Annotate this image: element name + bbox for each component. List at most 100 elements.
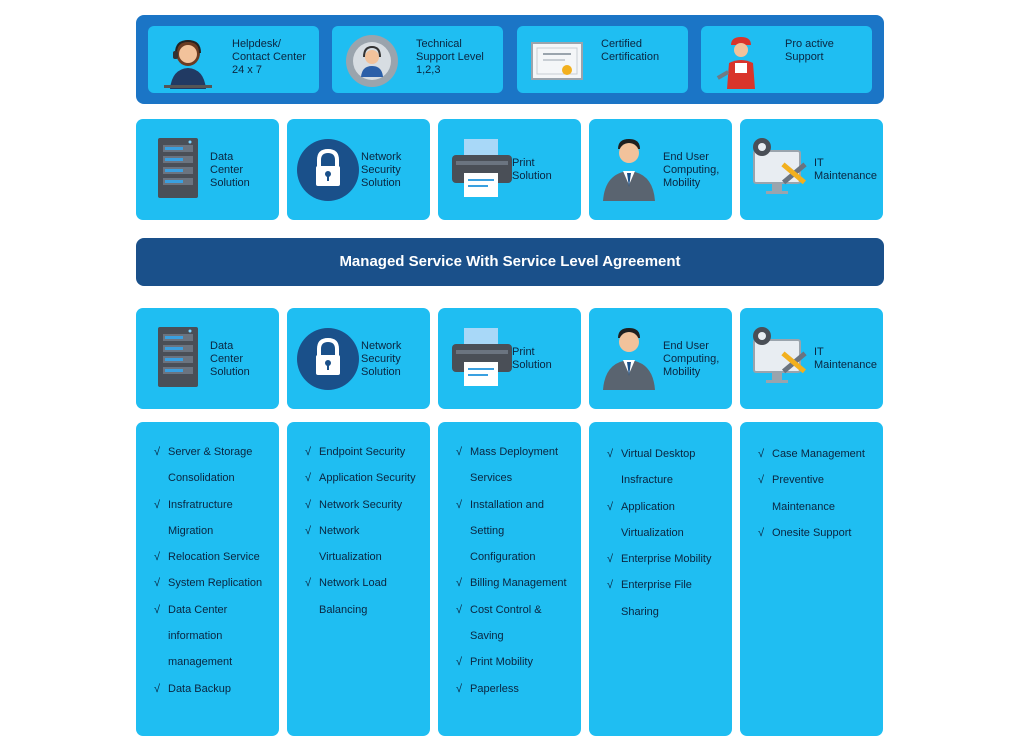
service-label: Data Center Solution [210,151,250,189]
check-icon: √ [456,682,463,695]
feature-item: √Network Load Balancing [305,570,409,623]
check-icon: √ [607,500,614,513]
service-card-it-maintenance: IT Maintenance [740,119,883,220]
service-label: Data Center Solution [210,340,250,378]
service-card-it-maintenance: IT Maintenance [740,308,883,409]
server-rack-icon [158,138,198,198]
printer-icon [452,328,512,386]
feature-item: √Onesite Support [758,520,879,546]
feature-item: √Network Virtualization [305,518,389,571]
feature-item: √Mass Deployment Services [456,439,577,492]
service-card-network-security: Network Security Solution [287,119,430,220]
monitor-tools-icon [753,327,807,383]
check-icon: √ [758,474,765,487]
feature-card-end-user: √Virtual Desktop Insfracture √Applicatio… [589,422,732,736]
feature-item: √Application Virtualization [607,494,706,547]
technician-icon [716,37,755,89]
technical-support-label: Technical Support Level 1,2,3 [416,38,484,76]
feature-item: √Relocation Service [154,544,275,570]
feature-card-print: √Mass Deployment Services √Installation … [438,422,581,736]
service-card-print: Print Solution [438,308,581,409]
feature-item: √Enterprise File Sharing [607,572,728,625]
helpdesk-label: Helpdesk/ Contact Center 24 x 7 [232,38,306,76]
feature-item: √Case Management [758,441,879,467]
feature-item: √Enterprise Mobility [607,546,728,572]
service-card-network-security: Network Security Solution [287,308,430,409]
check-icon: √ [456,577,463,590]
proactive-support-card: Pro active Support [701,26,872,93]
printer-icon [452,139,512,197]
certificate-icon [531,42,583,80]
service-label: IT Maintenance [814,346,877,371]
support-gear-icon [346,35,398,87]
feature-card-network-security: √Endpoint Security √Application Security… [287,422,430,736]
check-icon: √ [154,446,161,458]
check-icon: √ [456,446,463,458]
check-icon: √ [305,524,312,537]
feature-item: √Application Security [305,465,426,491]
feature-item: √Paperless [456,676,577,702]
feature-card-it-maintenance: √Case Management √Preventive Maintenance… [740,422,883,736]
feature-list: √Case Management √Preventive Maintenance… [758,441,879,546]
business-user-icon [603,328,655,390]
feature-list: √Server & Storage Consolidation √Insfrat… [154,439,275,702]
check-icon: √ [456,498,463,511]
feature-item: √Data Center information management [154,597,275,676]
feature-item: √Endpoint Security [305,439,426,465]
service-label: IT Maintenance [814,157,877,182]
check-icon: √ [305,498,312,511]
check-icon: √ [305,577,312,590]
feature-list: √Virtual Desktop Insfracture √Applicatio… [607,441,728,625]
check-icon: √ [154,577,161,590]
feature-item: √Billing Management [456,570,577,596]
check-icon: √ [758,526,765,539]
server-rack-icon [158,327,198,387]
service-card-data-center: Data Center Solution [136,119,279,220]
feature-item: √Server & Storage Consolidation [154,439,275,492]
service-label: Print Solution [512,157,552,182]
helpdesk-card: Helpdesk/ Contact Center 24 x 7 [148,26,319,93]
business-user-icon [603,139,655,201]
check-icon: √ [305,472,312,485]
service-label: Print Solution [512,346,552,371]
service-label: End User Computing, Mobility [663,151,720,189]
padlock-icon [297,139,359,201]
feature-card-data-center: √Server & Storage Consolidation √Insfrat… [136,422,279,736]
check-icon: √ [607,579,614,592]
certification-label: Certified Certification [601,38,660,63]
check-icon: √ [607,553,614,566]
check-icon: √ [456,603,463,616]
check-icon: √ [154,603,161,616]
service-card-end-user: End User Computing, Mobility [589,308,732,409]
top-banner: Helpdesk/ Contact Center 24 x 7 Technica… [136,15,884,104]
feature-item: √Insfratructure Migration [154,492,275,545]
feature-item: √System Replication [154,570,275,596]
feature-item: √Data Backup [154,676,275,702]
check-icon: √ [154,682,161,695]
feature-item: √Print Mobility [456,649,577,675]
feature-item: √Installation and Setting Configuration [456,492,570,571]
feature-item: √Cost Control & Saving [456,597,577,650]
service-label: Network Security Solution [361,340,402,378]
feature-list: √Mass Deployment Services √Installation … [456,439,577,702]
monitor-tools-icon [753,138,807,194]
check-icon: √ [154,498,161,511]
check-icon: √ [305,446,312,458]
feature-item: √Network Security [305,492,426,518]
service-card-print: Print Solution [438,119,581,220]
service-label: Network Security Solution [361,151,402,189]
check-icon: √ [456,656,463,669]
feature-item: √Preventive Maintenance [758,467,857,520]
technical-support-card: Technical Support Level 1,2,3 [332,26,503,93]
check-icon: √ [758,448,765,460]
padlock-icon [297,328,359,390]
service-card-data-center: Data Center Solution [136,308,279,409]
sla-band-title: Managed Service With Service Level Agree… [136,238,884,286]
certification-card: Certified Certification [517,26,688,93]
feature-item: √Virtual Desktop Insfracture [607,441,716,494]
proactive-support-label: Pro active Support [785,38,834,63]
feature-list: √Endpoint Security √Application Security… [305,439,426,623]
service-label: End User Computing, Mobility [663,340,720,378]
check-icon: √ [607,448,614,460]
check-icon: √ [154,551,161,564]
